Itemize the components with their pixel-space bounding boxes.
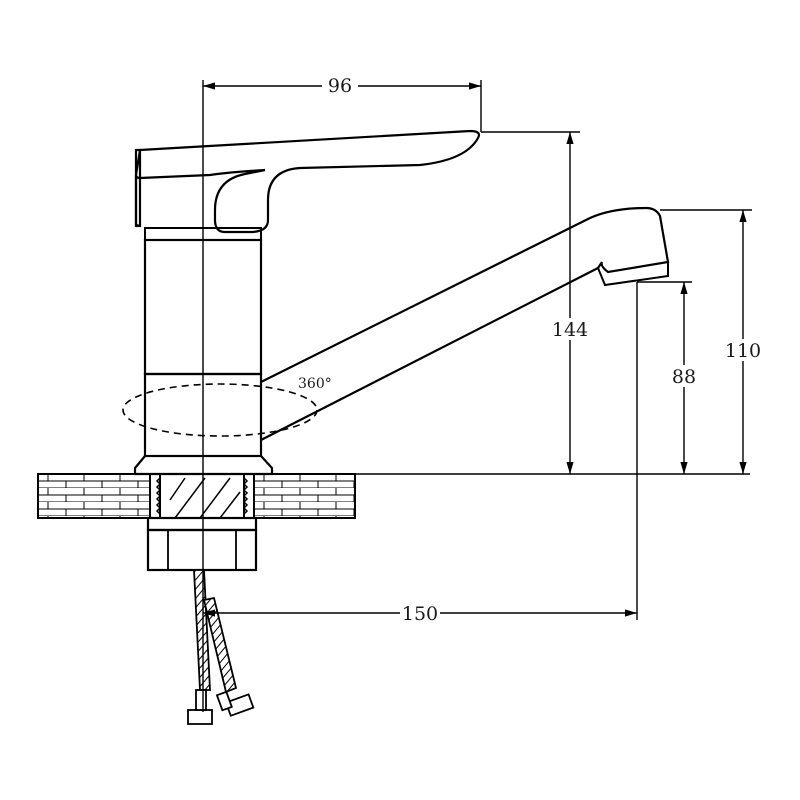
handle-lever (134, 129, 481, 234)
countertop-left-bricks (37, 473, 151, 519)
spout (260, 206, 670, 441)
dimension-150: 150 (203, 282, 638, 625)
aerator (597, 262, 669, 287)
hose-2 (202, 596, 238, 694)
dim-label-144: 144 (552, 319, 588, 341)
washer (146, 516, 258, 532)
dimension-96: 96 (203, 74, 482, 132)
dim-label-110: 110 (725, 340, 761, 362)
dim-label-150: 150 (402, 603, 438, 625)
dimension-88: 88 (637, 281, 700, 474)
braided-hose-icon (187, 569, 255, 725)
dim-label-88: 88 (672, 366, 696, 388)
shank-hatch (169, 477, 241, 519)
rotation-label: 360° (298, 376, 332, 392)
nut (146, 528, 258, 572)
rotation-ellipse (122, 383, 318, 437)
dim-label-96: 96 (328, 75, 352, 97)
faucet-icon (122, 129, 670, 572)
dimension-144: 144 (481, 131, 591, 474)
countertop-right-bricks (253, 473, 356, 519)
countertop (37, 473, 356, 519)
hose-1 (193, 569, 211, 691)
handle-edge (134, 175, 141, 228)
dimension-110: 110 (660, 209, 764, 474)
hose-2-fitting (224, 693, 255, 717)
hose-1-fitting (187, 709, 213, 725)
thread-marks (155, 477, 249, 515)
